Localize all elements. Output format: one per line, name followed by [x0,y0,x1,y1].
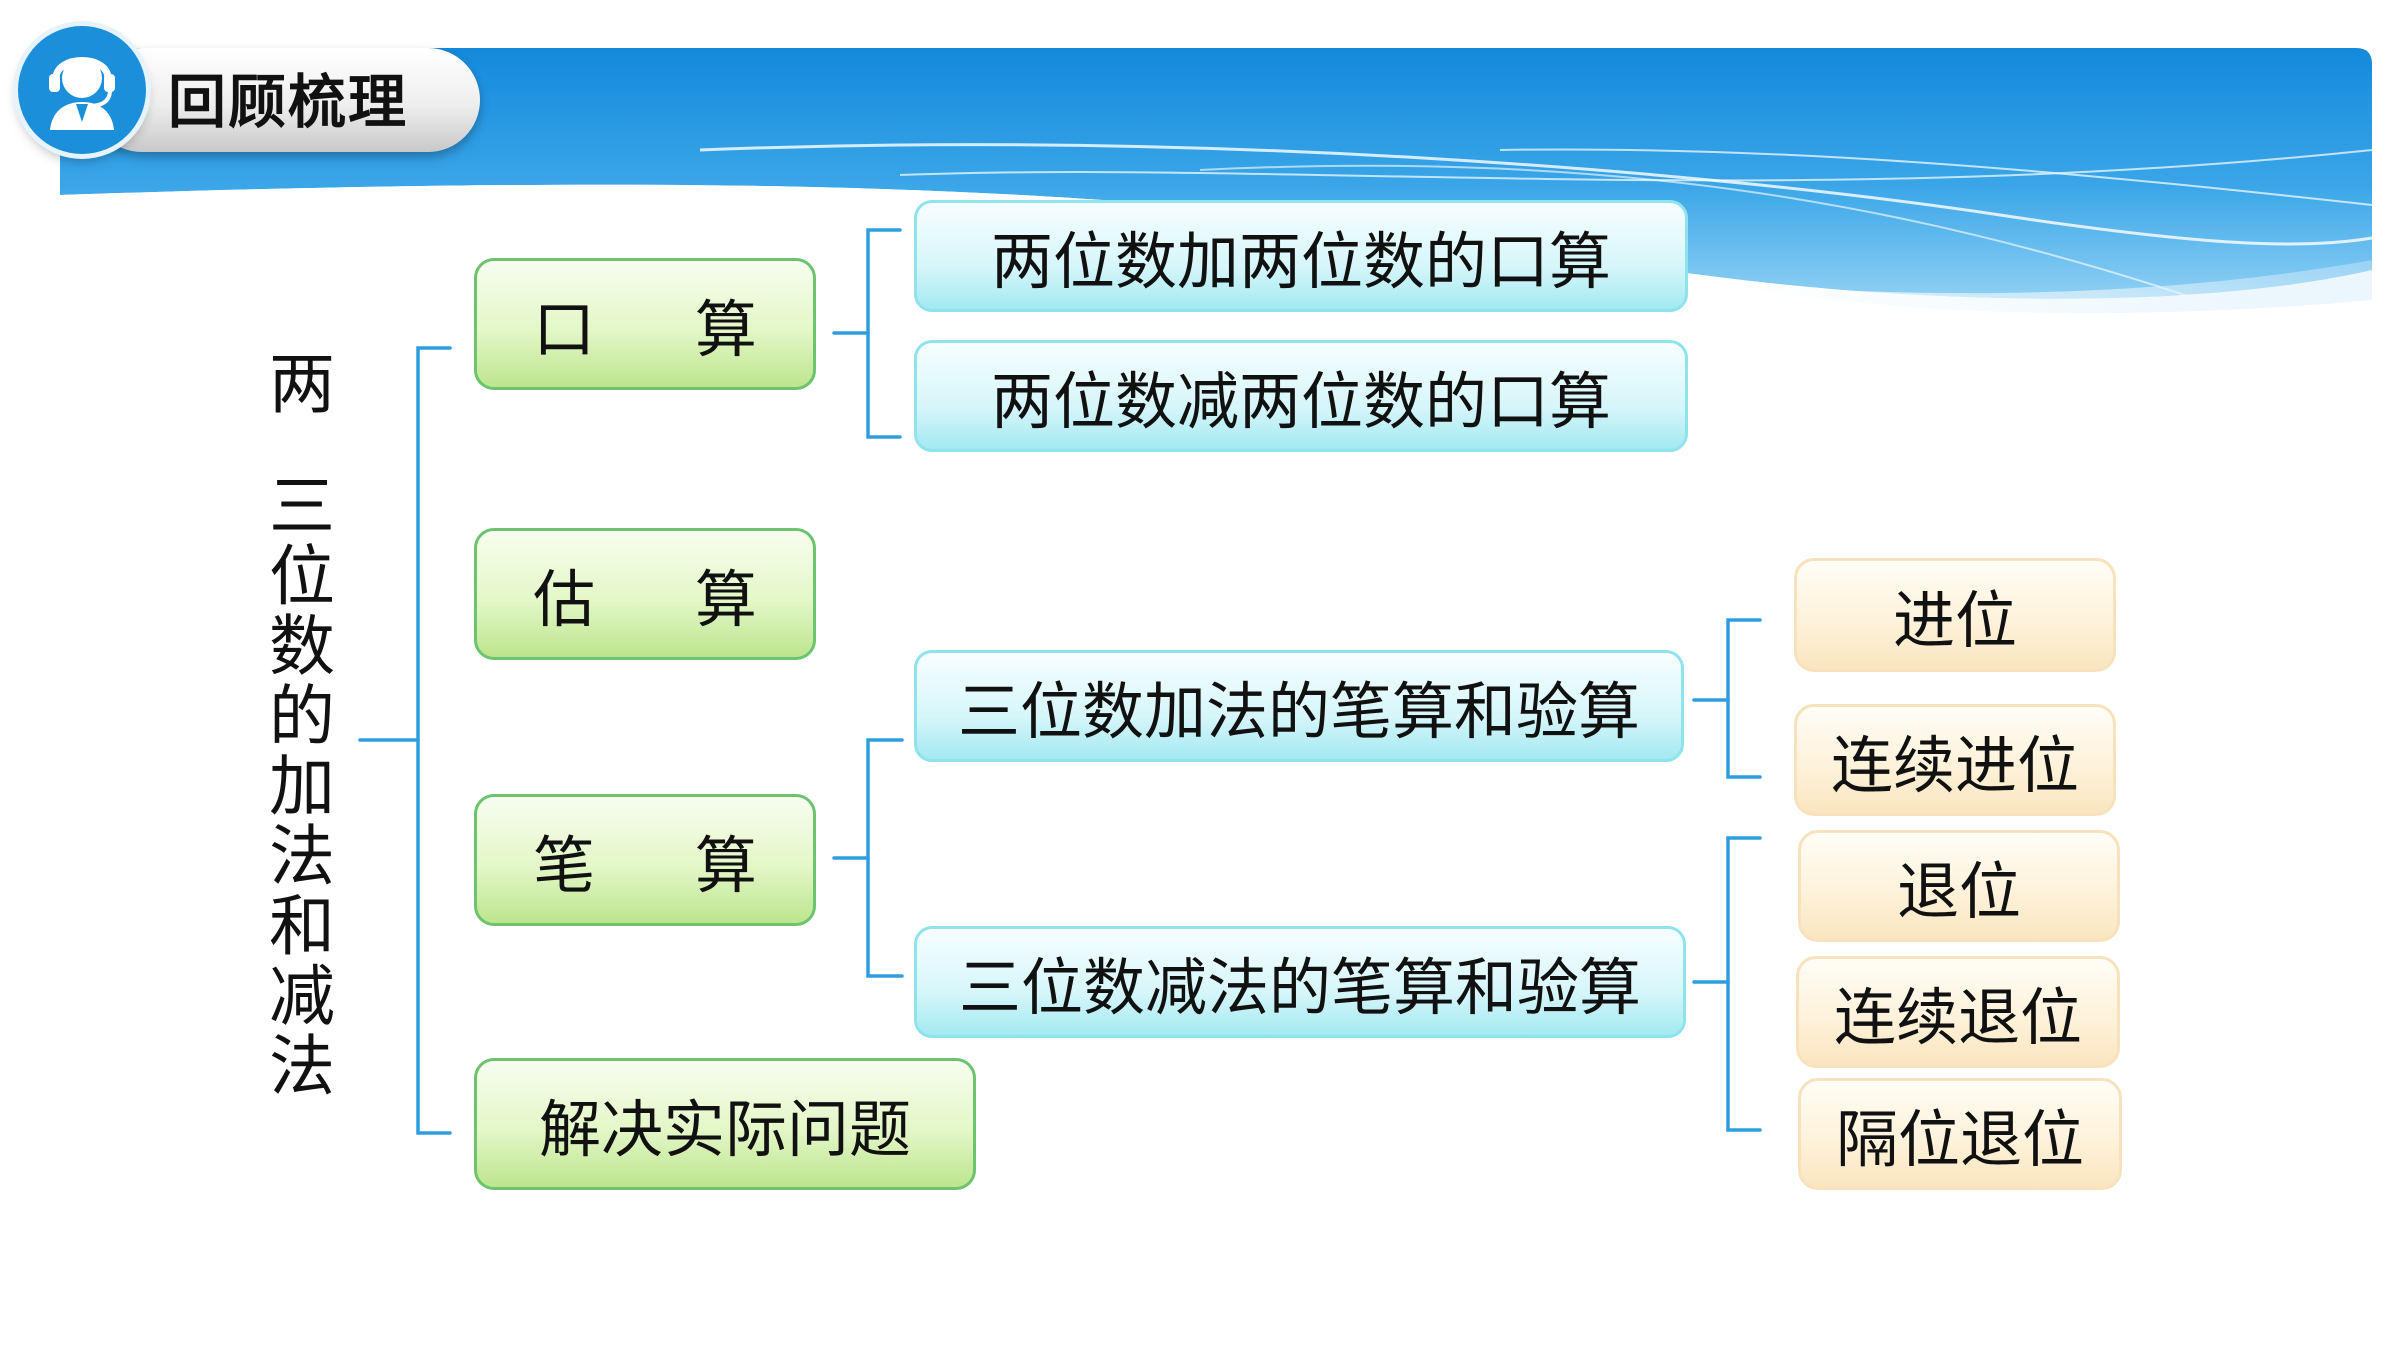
node-lianxu-jinwei: 连续进位 [1794,704,2116,816]
root-title-char: 法 [269,818,335,895]
root-title-char: 两 [269,346,335,423]
node-kousuan: 口 算 [474,258,816,390]
root-title-char: 和 [269,888,335,965]
node-jinwei: 进位 [1794,558,2116,672]
node-bisuan: 笔 算 [474,794,816,926]
root-title-char: 加 [269,748,335,825]
root-title: 两 三 位 数 的 加 法 和 减 法 [262,350,342,1102]
node-gewei-tuiwei: 隔位退位 [1798,1078,2122,1190]
node-kousuan-sub: 两位数减两位数的口算 [914,340,1688,452]
node-problems: 解决实际问题 [474,1058,976,1190]
node-lianxu-tuiwei: 连续退位 [1796,956,2120,1068]
node-gusuan: 估 算 [474,528,816,660]
header-title-pill [90,48,480,152]
root-title-char: 数 [269,608,335,685]
root-title-char: 的 [269,678,335,755]
node-bisuan-sub: 三位数减法的笔算和验算 [914,926,1686,1038]
root-title-char: 三 [269,468,335,545]
node-tuiwei: 退位 [1798,830,2120,942]
header-title: 回顾梳理 [168,68,409,136]
root-title-char: 减 [269,958,335,1035]
root-title-char: 法 [269,1028,335,1105]
root-title-char: 位 [269,538,335,615]
customer-service-headset-icon [18,26,146,154]
node-bisuan-add: 三位数加法的笔算和验算 [914,650,1684,762]
node-kousuan-add: 两位数加两位数的口算 [914,200,1688,312]
